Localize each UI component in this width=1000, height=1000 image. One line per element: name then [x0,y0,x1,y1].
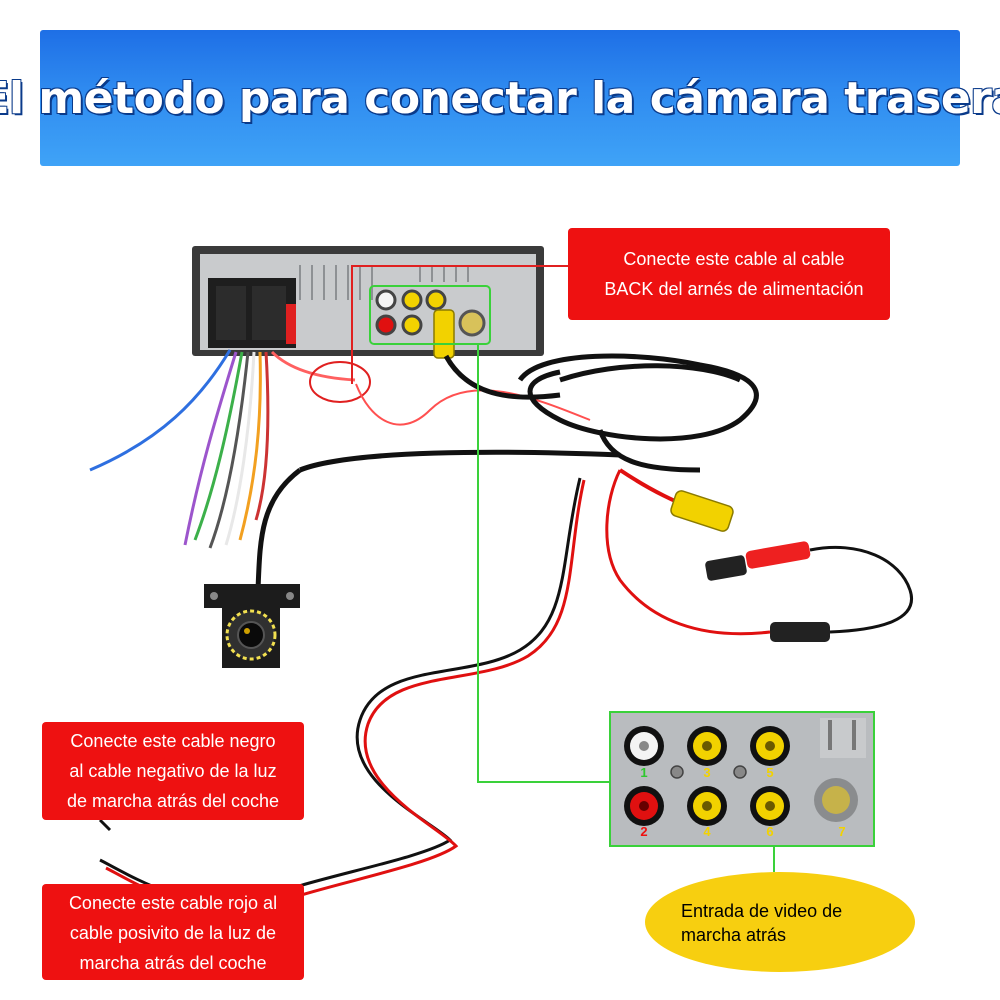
callout-black-cable-line2: al cable negativo de la luz [69,761,277,781]
port-label-3: 3 [703,765,710,780]
yellow-rca-plug [618,468,734,532]
title-banner: El método para conectar la cámara traser… [0,30,1000,166]
callout-black-cable-line1: Conecte este cable negro [70,731,276,751]
harness-wires [89,349,356,549]
callout-video-input-line1: Entrada de video de [681,901,843,921]
power-connector [605,469,913,642]
callout-red-cable-line3: marcha atrás del coche [79,953,267,973]
callout-red-cable-line1: Conecte este cable rojo al [68,893,278,913]
callout-back-cable-line2: BACK del arnés de alimentación [604,279,864,299]
page-title: El método para conectar la cámara traser… [0,72,1000,124]
callout-red-cable: Conecte este cable rojo al cable posivit… [42,884,304,980]
port-label-6: 6 [766,824,773,839]
port-label-2: 2 [640,824,647,839]
camera-cable [255,353,759,591]
port-detail-panel: 1 2 3 4 5 6 7 [609,711,875,847]
head-unit [192,246,544,356]
port-label-5: 5 [766,765,773,780]
callout-back-cable: Conecte este cable al cable BACK del arn… [568,228,890,320]
port-label-4: 4 [703,824,711,839]
radio-rca-panel [369,285,491,359]
port-label-7: 7 [838,824,845,839]
port-label-1: 1 [640,765,647,780]
callout-video-input-line2: marcha atrás [681,925,787,945]
rear-camera [204,584,300,668]
callout-black-cable-line3: de marcha atrás del coche [66,791,280,811]
callout-video-input: Entrada de video de marcha atrás [645,872,915,972]
callout-red-cable-line2: cable posivito de la luz de [69,923,277,943]
callout-back-cable-line1: Conecte este cable al cable [623,249,845,269]
callout-black-cable: Conecte este cable negro al cable negati… [42,722,304,820]
